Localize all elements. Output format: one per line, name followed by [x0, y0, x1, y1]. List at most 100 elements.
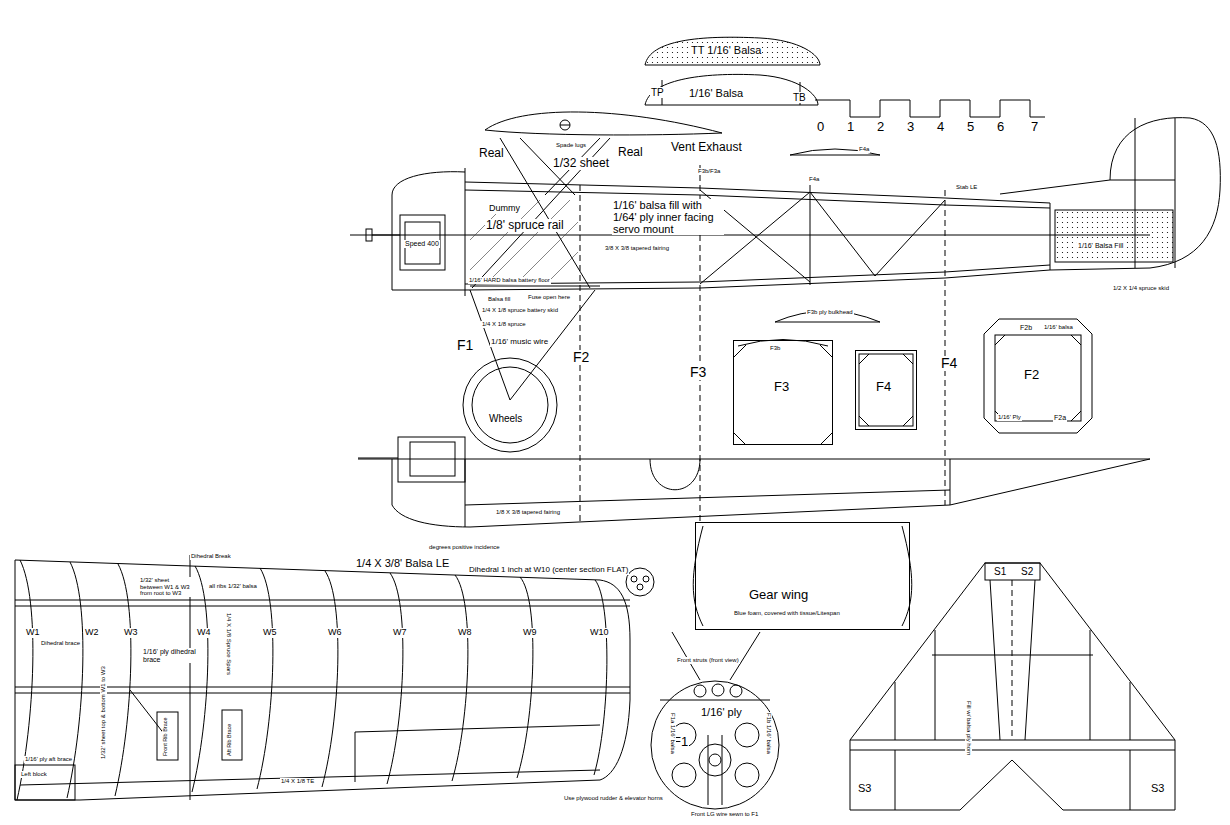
part-label: 1/16' Balsa	[688, 87, 744, 99]
fuselage-bottom	[398, 437, 465, 482]
part-label: Use plywood rudder & elevator horns	[563, 795, 664, 802]
part-label: F1a 1/16' balsa	[669, 712, 676, 755]
stabilizer-plan	[1025, 580, 1035, 740]
part-label: Aft Rib Brace	[226, 723, 232, 757]
fuselage-side	[550, 252, 578, 280]
front-view	[672, 763, 696, 787]
stabilizer-plan	[1130, 750, 1131, 810]
scale-bar	[815, 100, 1045, 117]
wing-plan	[67, 562, 83, 798]
gear-wing	[693, 526, 703, 626]
fuselage-side	[470, 286, 600, 287]
former-details	[995, 335, 1081, 421]
stabilizer-plan	[850, 740, 1175, 741]
gear-wing	[693, 526, 912, 626]
part-label: S1	[993, 566, 1007, 577]
part-label: 1/4 X 1/8 TE	[280, 778, 315, 785]
stabilizer-plan	[895, 750, 896, 810]
stabilizer-plan	[850, 563, 1175, 810]
node-outline	[984, 319, 1092, 433]
stabilizer-plan	[1012, 580, 1013, 740]
fuselage-bottom	[465, 490, 950, 505]
fuselage-side	[470, 200, 540, 270]
fuselage-bottom	[358, 459, 1150, 460]
part-label: Speed 400	[404, 240, 440, 248]
part-label: 1/16' ply	[700, 706, 743, 718]
gear-wing-panel: Gear wingBlue foam, covered with tissue/…	[695, 522, 910, 630]
part-label: degrees positive incidence	[428, 544, 501, 551]
wheel-circle: Wheels	[462, 357, 558, 453]
wing-plan	[387, 573, 403, 784]
former-details	[859, 354, 913, 426]
part-label: W5	[262, 628, 278, 638]
fuselage-bottom	[410, 442, 455, 476]
stabilizer-plan	[935, 630, 936, 740]
part-label: F2b	[1019, 324, 1033, 332]
node-outline	[651, 681, 779, 809]
node-outline	[856, 351, 917, 430]
wheel-rim	[472, 367, 548, 443]
part-label: 0	[816, 120, 825, 134]
part-label: W9	[522, 628, 538, 638]
part-label: F4	[875, 380, 892, 394]
fuselage-side	[366, 229, 372, 241]
part-label: 1/8' spruce rail	[485, 219, 565, 232]
part-label: F1	[456, 338, 474, 353]
front-view	[708, 735, 709, 805]
part-label: Front Rib Brace	[162, 716, 168, 757]
part-label: Front LG wire sewn to F1	[690, 811, 759, 818]
part-label: W10	[589, 628, 610, 638]
part-label: 1/4 X 1/8 spruce	[481, 321, 527, 328]
wing-plan	[637, 584, 643, 590]
stabilizer-plan	[850, 563, 1175, 810]
part-label: F3b/F3a	[697, 168, 721, 175]
former-outline: F2b1/16' balsaF21/16' PlyF2a	[983, 318, 1093, 434]
fuselage-side	[810, 192, 875, 276]
front-view	[699, 744, 731, 776]
wing-plan	[355, 732, 356, 782]
part-label: W6	[327, 628, 343, 638]
part-label: F3b ply bulkhead	[806, 309, 854, 316]
fuselage-side	[350, 235, 1150, 236]
part-label: 1/32' sheet between W1 & W3 from root to…	[139, 577, 193, 597]
part-label: 3	[906, 120, 915, 134]
part-label: TT 1/16' Balsa	[690, 44, 762, 56]
front-view	[694, 685, 706, 697]
part-label: 4	[936, 120, 945, 134]
part-label: 1/2 X 1/4 spruce skid	[1112, 285, 1170, 292]
part-label: F3	[773, 380, 790, 394]
front-view	[722, 735, 723, 805]
fuselage-bottom	[650, 459, 700, 490]
wing-plan	[355, 725, 600, 732]
front-view	[735, 723, 759, 747]
part-label: 3/8 X 3/8 tapered fairing	[604, 245, 670, 252]
fuselage-side	[945, 190, 946, 505]
part-label: W8	[457, 628, 473, 638]
fuselage-side	[560, 120, 570, 130]
front-view	[730, 632, 760, 680]
front-view	[660, 632, 770, 805]
former-outline: F4	[855, 350, 917, 430]
part-label: F4a	[858, 146, 870, 153]
part-label: 1/16' ply aft brace	[24, 756, 73, 763]
part-label: Dihedral brace	[40, 640, 81, 647]
part-label: Spade lugs	[555, 142, 587, 149]
fuselage-side	[485, 112, 722, 135]
fuselage-side	[810, 185, 811, 285]
part-label: Stab LE	[955, 184, 978, 191]
part-label: F4	[940, 356, 958, 371]
part-label: W3	[123, 628, 139, 638]
scale-bar	[815, 100, 1045, 117]
part-label: W2	[84, 628, 100, 638]
wing-plan	[20, 770, 600, 785]
stabilizer-plan	[1130, 682, 1131, 740]
wing-plan	[15, 560, 630, 800]
fuselage-bottom	[358, 437, 1150, 527]
wing-plan	[130, 690, 165, 735]
node-outline	[463, 358, 557, 452]
part-label: 1/32 sheet	[552, 157, 610, 170]
part-label: F2a	[1053, 414, 1067, 422]
rib-templates	[645, 37, 820, 65]
part-label: 2	[876, 120, 885, 134]
